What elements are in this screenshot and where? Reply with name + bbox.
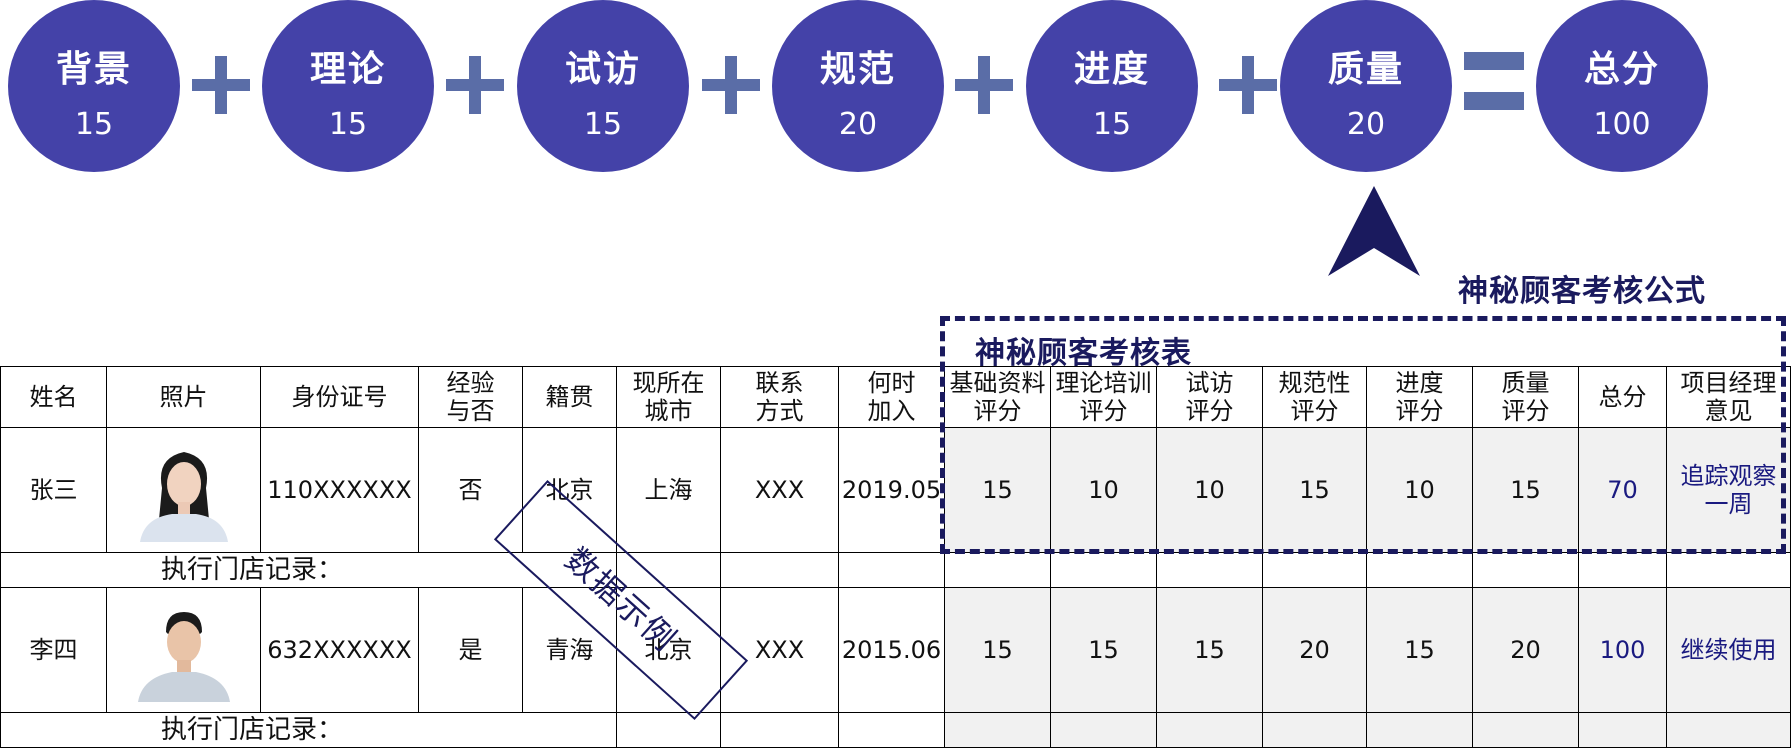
cell-total: 100 [1578,587,1667,713]
formula-term-theory: 理论 15 [262,0,434,172]
formula-term-background: 背景 15 [8,0,180,172]
cell-id: 110XXXXXX [260,427,419,553]
cell-id: 632XXXXXX [260,587,419,713]
store-record-label: 执行门店记录： [0,712,617,748]
table-row-note: 执行门店记录： [0,712,1791,748]
term-label: 背景 [55,49,132,90]
mystery-shopper-table: 姓名 照片 身份证号 经验与否 籍贯 现所在城市 联系方式 何时加入 基础资料评… [0,366,1791,748]
cell-contact: XXX [720,427,839,553]
cell-experience: 是 [418,587,523,713]
term-value: 15 [74,107,114,142]
cell-origin: 青海 [522,587,617,713]
cell-name: 张三 [0,427,107,553]
cell-norm-score: 20 [1262,587,1367,713]
term-label: 试访 [564,49,641,90]
header-quality-score: 质量评分 [1472,366,1579,428]
header-photo: 照片 [106,366,261,428]
cell-photo [106,587,261,713]
header-city: 现所在城市 [616,366,721,428]
plus-icon [955,56,1013,114]
arrow-up-icon [1328,186,1420,276]
formula-term-progress: 进度 15 [1026,0,1198,172]
term-value: 20 [1346,107,1386,142]
cell-norm-score: 15 [1262,427,1367,553]
cell-theory-score: 10 [1050,427,1157,553]
header-base-score: 基础资料评分 [944,366,1051,428]
cell-city: 上海 [616,427,721,553]
cell-progress-score: 10 [1366,427,1473,553]
cell-photo [106,427,261,553]
table-caption: 神秘顾客考核表 [975,336,1192,371]
formula-term-quality: 质量 20 [1280,0,1452,172]
header-trial-score: 试访评分 [1156,366,1263,428]
formula-term-trial: 试访 15 [517,0,689,172]
term-value: 15 [328,107,368,142]
header-contact: 联系方式 [720,366,839,428]
table-row: 李四 632XXXXXX 是 青海 北京 XXX 2015.06 15 15 1… [0,587,1791,713]
cell-pm-opinion: 继续使用 [1666,587,1791,713]
header-origin: 籍贯 [522,366,617,428]
plus-icon [446,56,504,114]
avatar [131,598,236,702]
table-header-row: 姓名 照片 身份证号 经验与否 籍贯 现所在城市 联系方式 何时加入 基础资料评… [0,366,1791,428]
header-total: 总分 [1578,366,1667,428]
term-value: 15 [1092,107,1132,142]
cell-joined: 2019.05 [838,427,945,553]
plus-icon [702,56,760,114]
cell-total: 70 [1578,427,1667,553]
cell-base-score: 15 [944,427,1051,553]
term-label: 质量 [1327,49,1404,90]
header-id: 身份证号 [260,366,419,428]
cell-contact: XXX [720,587,839,713]
cell-city: 北京 [616,587,721,713]
header-pm-opinion: 项目经理意见 [1666,366,1791,428]
cell-theory-score: 15 [1050,587,1157,713]
avatar [131,438,236,542]
table-row-note: 执行门店记录： [0,552,1791,588]
cell-joined: 2015.06 [838,587,945,713]
header-theory-score: 理论培训评分 [1050,366,1157,428]
formula-total: 总分 100 [1536,0,1708,172]
term-label: 进度 [1073,49,1150,90]
cell-pm-opinion: 追踪观察一周 [1666,427,1791,553]
header-progress-score: 进度评分 [1366,366,1473,428]
header-name: 姓名 [0,366,107,428]
term-label: 理论 [309,49,386,90]
table-row: 张三 110XXXXXX 否 北京 上海 XXX 2019.05 15 10 1… [0,427,1791,553]
total-label: 总分 [1583,49,1660,90]
total-value: 100 [1593,107,1651,142]
header-experience: 经验与否 [418,366,523,428]
cell-quality-score: 20 [1472,587,1579,713]
formula-caption: 神秘顾客考核公式 [1458,274,1706,309]
plus-icon [1219,56,1277,114]
cell-name: 李四 [0,587,107,713]
formula-term-norm: 规范 20 [772,0,944,172]
cell-trial-score: 15 [1156,587,1263,713]
plus-icon [192,56,250,114]
cell-trial-score: 10 [1156,427,1263,553]
cell-base-score: 15 [944,587,1051,713]
cell-quality-score: 15 [1472,427,1579,553]
score-formula: 背景 15 理论 15 试访 15 规范 20 进度 15 质量 20 总分 1… [0,0,1792,180]
header-joined: 何时加入 [838,366,945,428]
equals-icon [1464,52,1524,110]
store-record-label: 执行门店记录： [0,552,617,588]
term-value: 15 [583,107,623,142]
term-label: 规范 [819,49,896,90]
cell-progress-score: 15 [1366,587,1473,713]
term-value: 20 [838,107,878,142]
header-norm-score: 规范性评分 [1262,366,1367,428]
